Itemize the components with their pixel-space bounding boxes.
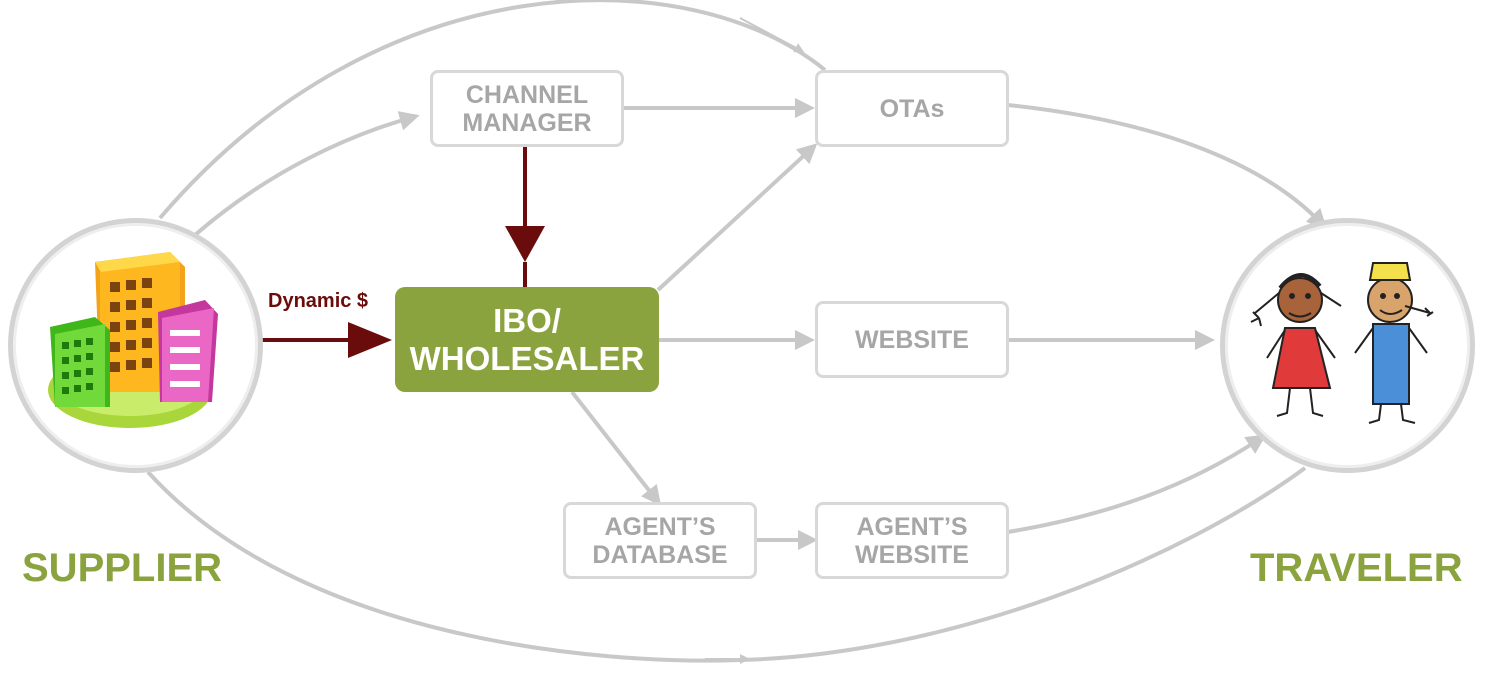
arrow-channel-manager-to-wholesaler xyxy=(505,226,545,262)
agents-database-box: AGENT’S DATABASE xyxy=(563,502,757,579)
traveler-label: TRAVELER xyxy=(1250,546,1463,590)
arrow-supplier-to-otas xyxy=(739,17,805,53)
edge-agents-website-to-traveler xyxy=(1007,434,1267,534)
supplier-label: SUPPLIER xyxy=(22,546,223,590)
ibo-wholesaler-box: IBO/ WHOLESALER xyxy=(395,287,659,392)
website-box: WEBSITE xyxy=(815,301,1009,378)
edge-wholesaler-to-agents-database xyxy=(570,390,662,506)
edge-supplier-to-otas xyxy=(158,0,827,220)
dynamic-price-label: Dynamic $ xyxy=(268,290,369,312)
edge-supplier-to-channel-manager xyxy=(193,111,420,237)
arrow-supplier-to-wholesaler xyxy=(348,322,392,358)
edge-otas-to-traveler xyxy=(1007,103,1327,230)
agents-website-box: AGENT’S WEBSITE xyxy=(815,502,1009,579)
kids-drawing-icon xyxy=(1250,262,1434,424)
otas-box: OTAs xyxy=(815,70,1009,147)
edge-supplier-to-traveler xyxy=(146,466,1307,663)
channel-manager-box: CHANNEL MANAGER xyxy=(430,70,624,147)
edge-wholesaler-to-otas xyxy=(656,143,818,292)
buildings-icon xyxy=(48,252,218,428)
traveler-circle xyxy=(1220,218,1475,473)
